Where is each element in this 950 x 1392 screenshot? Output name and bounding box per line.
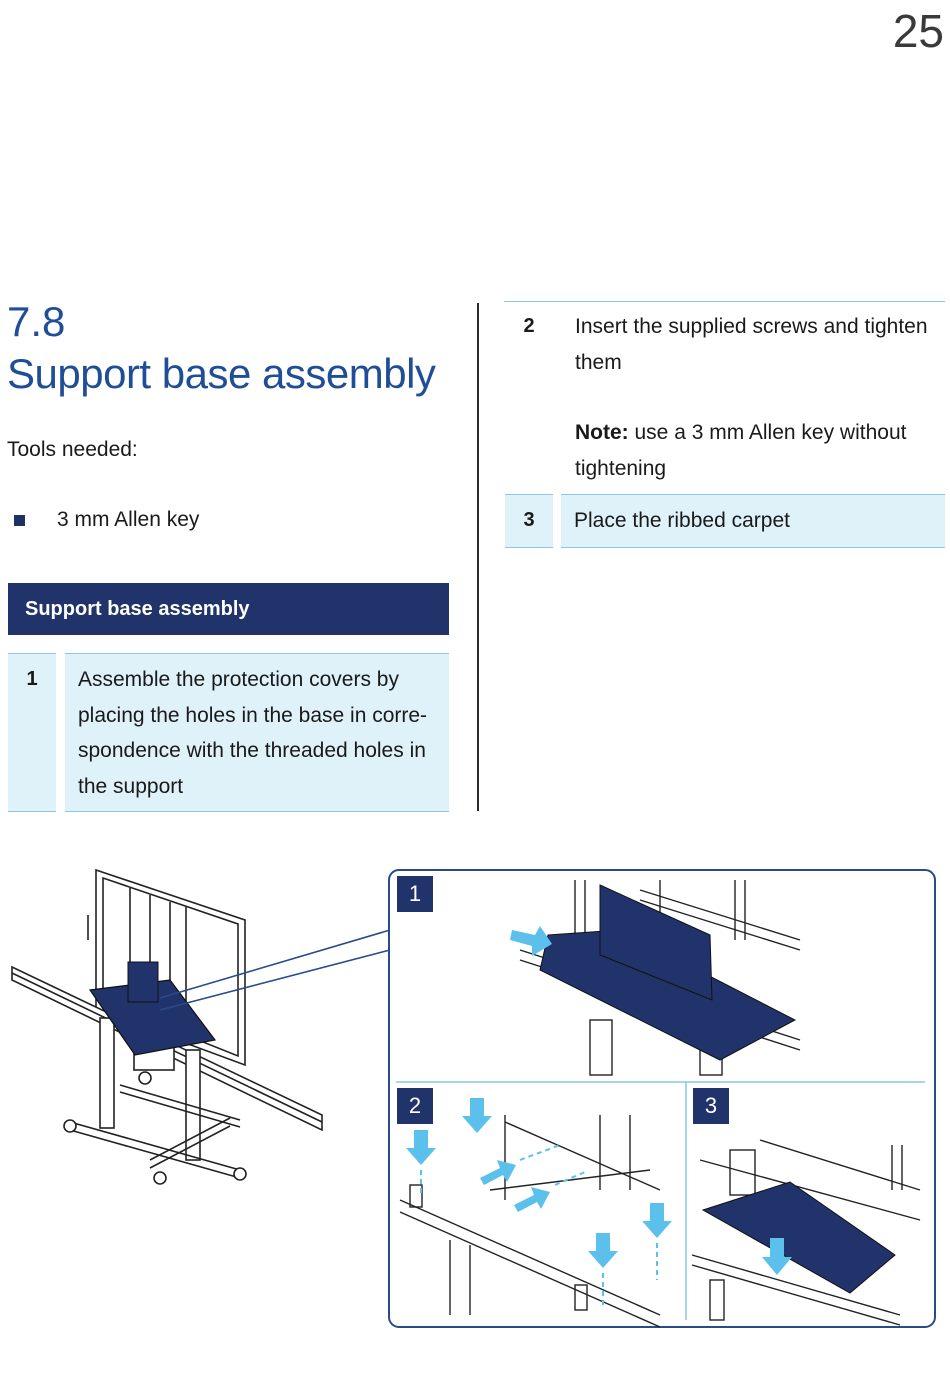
detail-label-2: 2 [397, 1088, 433, 1124]
detail-3-drawing [691, 1139, 921, 1326]
callout-line [159, 929, 391, 999]
step-number-2: 2 [523, 315, 535, 337]
step-text-1: Assemble the protection covers by placin… [65, 653, 449, 812]
detail-1-cover [599, 884, 713, 1001]
detail-3-carpet [701, 1181, 896, 1294]
note-label: Note: [575, 421, 629, 444]
arrow-icon [762, 1238, 792, 1275]
section-title: Support base assembly [7, 350, 436, 397]
bullet-icon [14, 514, 25, 526]
procedure-header: Support base assembly [8, 583, 449, 635]
note-text: use a 3 mm Allen key without tightening [575, 421, 907, 480]
arrow-icons [406, 1098, 672, 1268]
step-note-2: Note: use a 3 mm Allen key without tight… [575, 415, 933, 486]
detail-label-3: 3 [693, 1088, 729, 1124]
assembly-illustration [11, 868, 936, 1328]
column-divider [477, 303, 479, 811]
step-text-2-main: Insert the supplied screws and tighten t… [575, 315, 928, 374]
arrow-icon [510, 926, 552, 956]
callout-line [159, 949, 391, 1011]
dashed-guides [420, 1144, 658, 1305]
cover-highlight [127, 961, 159, 1003]
step-text-3: Place the ribbed carpet [561, 494, 945, 548]
table-rule [504, 301, 945, 302]
section-number: 7.8 [7, 298, 66, 345]
detail-2-drawing [399, 1115, 661, 1328]
tool-item-label: 3 mm Allen key [57, 508, 200, 531]
detail-label-1: 1 [397, 876, 433, 912]
step-number-3: 3 [505, 494, 553, 548]
tool-item: 3 mm Allen key [14, 508, 199, 532]
page-number: 25 [892, 5, 944, 57]
tools-label: Tools needed: [7, 438, 138, 461]
step-text-2: Insert the supplied screws and tighten t… [561, 301, 945, 491]
step-number-1: 1 [8, 653, 56, 812]
